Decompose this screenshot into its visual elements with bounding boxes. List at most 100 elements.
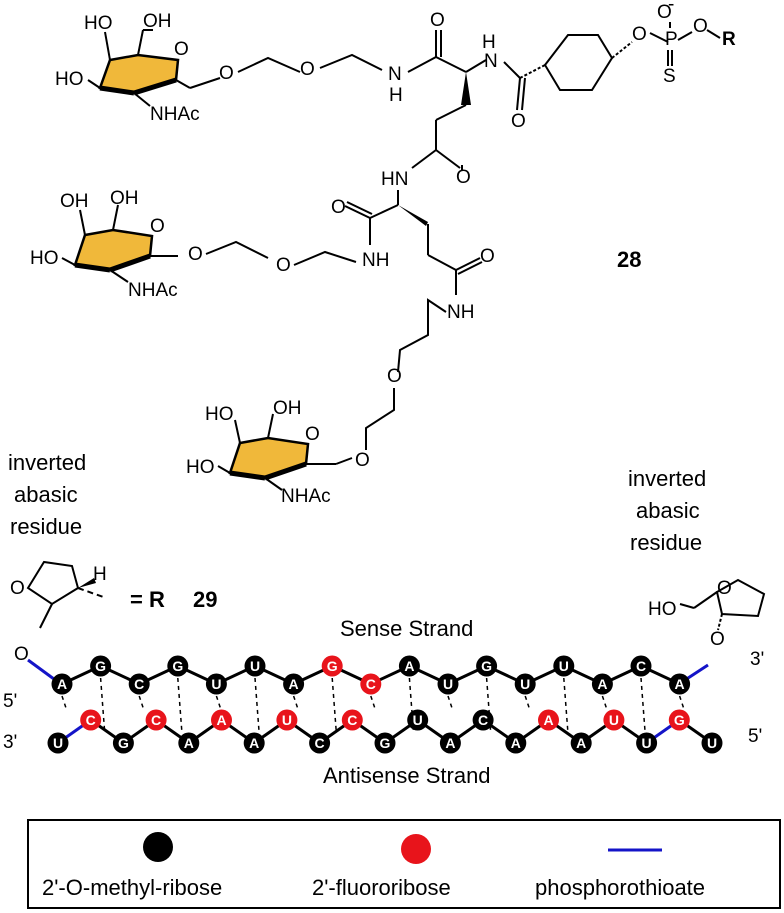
galnac-sugar-2: OH OH O HO NHAc O O — [30, 188, 357, 301]
antisense-nucleotide-letter: U — [282, 712, 292, 728]
legend-label-f: 2'-fluororibose — [312, 875, 451, 900]
atom-ho: HO — [186, 457, 215, 478]
antisense-5prime: 5' — [748, 726, 762, 747]
sense-nucleotide-letter: C — [636, 658, 646, 674]
antisense-nucleotide-letter: A — [543, 712, 553, 728]
residue-caption-line: inverted — [8, 450, 86, 475]
sirna-duplex: Sense Strand Antisense Strand 5' 3' 3' 5… — [3, 616, 764, 788]
base-pair-hbond — [292, 695, 299, 709]
galnac-sugar-1: HO OH O HO NHAc O O N H O H N O O P O - … — [55, 0, 736, 132]
antisense-nucleotide-letter: A — [249, 735, 259, 751]
atom-h: H — [389, 85, 403, 106]
atom-r: R — [722, 29, 736, 50]
sense-nucleotide-letter: U — [211, 676, 221, 692]
residue-caption-line: residue — [630, 530, 702, 555]
antisense-nucleotide-letter: U — [609, 712, 619, 728]
base-pair-hbond — [524, 695, 530, 709]
antisense-nucleotide-circle — [374, 732, 396, 754]
base-pair-hbond — [370, 695, 376, 709]
atom-o-ring: O — [10, 578, 25, 599]
sense-nucleotide-letter: U — [250, 658, 260, 674]
antisense-nucleotide-circle — [570, 732, 592, 754]
atom-nh: NH — [447, 302, 474, 323]
sense-nucleotide-letter: G — [481, 658, 492, 674]
residue-caption-line: residue — [10, 514, 82, 539]
atom-o: O — [456, 167, 471, 188]
antisense-nucleotide-circle — [636, 732, 658, 754]
antisense-nucleotide-letter: C — [151, 712, 161, 728]
sense-3prime: 3' — [750, 649, 764, 670]
antisense-nucleotide-letter: G — [674, 712, 685, 728]
legend: 2'-O-methyl-ribose 2'-fluororibose phosp… — [27, 819, 781, 909]
base-pair-hbond — [254, 677, 260, 732]
atom-n: N — [388, 64, 402, 85]
atom-o: O — [387, 366, 402, 387]
antisense-nucleotide-letter: U — [413, 712, 423, 728]
sense-nucleotide-circle — [128, 673, 150, 695]
atom-o-ring: O — [305, 424, 320, 445]
antisense-nucleotide-circle — [701, 732, 723, 754]
antisense-nucleotide-letter: C — [478, 712, 488, 728]
sense-nucleotide-circle — [630, 655, 652, 677]
antisense-nucleotide-circle — [407, 709, 429, 731]
antisense-nucleotide-circle — [243, 732, 265, 754]
antisense-nucleotide-circle — [276, 709, 298, 731]
atom-o: O — [632, 24, 647, 45]
atom-oh: OH — [273, 398, 302, 419]
sense-nucleotide-letter: G — [172, 658, 183, 674]
antisense-nucleotide-circle — [47, 732, 69, 754]
antisense-nucleotide-letter: A — [576, 735, 586, 751]
sense-nucleotide-letter: U — [559, 658, 569, 674]
sense-nucleotide-letter: U — [443, 676, 453, 692]
atom-o-link: O — [14, 644, 29, 665]
legend-black-circle — [143, 832, 173, 862]
galnac-sugar-3: HO OH O HO NHAc — [186, 398, 353, 507]
legend-label-ome: 2'-O-methyl-ribose — [42, 875, 222, 900]
inverted-abasic-residue-left: inverted abasic residue O H O = R 29 — [8, 450, 217, 665]
antisense-nucleotide-circle — [309, 732, 331, 754]
charge-minus: - — [668, 0, 674, 15]
antisense-nucleotide-circle — [178, 732, 200, 754]
atom-nhac: NHAc — [128, 280, 178, 301]
atom-o: O — [355, 450, 370, 471]
sense-nucleotide-circle — [476, 655, 498, 677]
antisense-nucleotide-letter: A — [216, 712, 226, 728]
sense-nucleotide-circle — [90, 655, 112, 677]
sense-nucleotide-letter: A — [289, 676, 299, 692]
phosphorothioate-link — [27, 658, 59, 684]
antisense-nucleotide-letter: C — [347, 712, 357, 728]
sense-nucleotide-circle — [321, 655, 343, 677]
sense-nucleotide-letter: U — [520, 676, 530, 692]
sense-5prime: 5' — [3, 691, 17, 712]
atom-nhac: NHAc — [150, 104, 200, 125]
antisense-nucleotide-circle — [439, 732, 461, 754]
atom-hn: HN — [381, 169, 408, 190]
atom-o-ring: O — [150, 216, 165, 237]
antisense-nucleotide-circle — [80, 709, 102, 731]
residue-caption-line: inverted — [628, 466, 706, 491]
antisense-strand-title: Antisense Strand — [323, 763, 491, 788]
sense-nucleotide-letter: G — [327, 658, 338, 674]
base-pair-hbond — [331, 677, 337, 732]
sense-nucleotide-circle — [244, 655, 266, 677]
atom-o-ring: O — [174, 39, 189, 60]
sense-nucleotide-circle — [398, 655, 420, 677]
sense-nucleotide-letter: A — [57, 676, 67, 692]
atom-o-link: O — [710, 629, 725, 650]
atom-ho: HO — [648, 599, 677, 620]
antisense-nucleotide-letter: A — [184, 735, 194, 751]
antisense-nucleotide-letter: U — [53, 735, 63, 751]
base-pair-hbond — [563, 677, 569, 732]
atom-o: O — [430, 10, 445, 31]
antisense-nucleotide-letter: A — [445, 735, 455, 751]
equals-r-label: = R — [130, 587, 165, 612]
antisense-nucleotide-circle — [211, 709, 232, 731]
glutamate-linker: O HN O NH O NH O O — [331, 104, 495, 471]
sense-nucleotide-circle — [553, 655, 575, 677]
atom-h: H — [93, 564, 107, 585]
antisense-nucleotide-letter: A — [511, 735, 521, 751]
atom-o: O — [300, 59, 315, 80]
atom-s: S — [663, 66, 676, 87]
